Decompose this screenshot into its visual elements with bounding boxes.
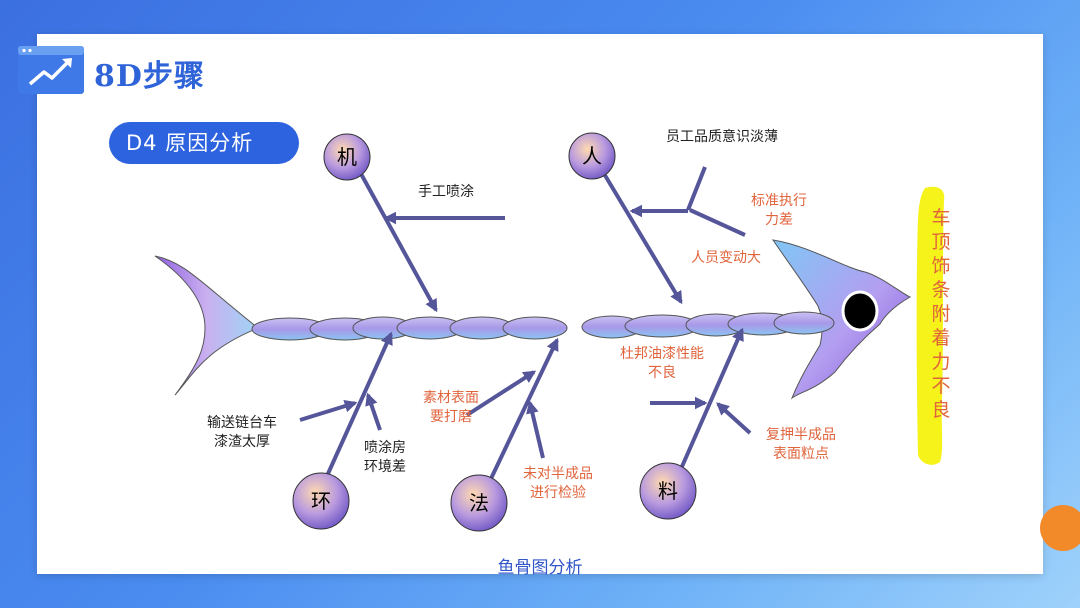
cause-booth-2: 环境差 <box>364 459 406 475</box>
fish-spine <box>251 311 835 341</box>
svg-text:良: 良 <box>931 399 950 421</box>
cause-particles-2: 表面粒点 <box>773 446 829 462</box>
cause-conveyor-2: 漆渣太厚 <box>214 434 270 450</box>
fish-eye <box>841 290 879 332</box>
highlight-stroke <box>916 186 945 465</box>
cause-inspect-2: 进行检验 <box>530 485 586 501</box>
fish-tail <box>154 255 259 396</box>
svg-text:环: 环 <box>311 489 331 513</box>
cause-inspect-1: 未对半成品 <box>523 466 593 482</box>
cause-standard-2: 力差 <box>765 212 793 228</box>
svg-text:饰: 饰 <box>931 255 950 277</box>
cause-hand-spray: 手工喷涂 <box>418 184 474 200</box>
svg-text:条: 条 <box>931 279 950 301</box>
cause-standard-1: 标准执行 <box>751 193 807 209</box>
cause-paint-2: 不良 <box>648 365 676 381</box>
section-label: D4 原因分析 <box>109 122 299 164</box>
cause-paint-1: 杜邦油漆性能 <box>620 346 704 362</box>
page-title: 8D步骤 <box>94 59 205 94</box>
category-method: 法 <box>450 474 508 532</box>
category-environment: 环 <box>292 472 350 530</box>
svg-text:法: 法 <box>469 491 489 515</box>
category-man: 人 <box>568 132 616 180</box>
category-material: 料 <box>639 462 697 520</box>
diagram-caption: 鱼骨图分析 <box>497 558 583 578</box>
svg-text:不: 不 <box>931 375 950 397</box>
svg-text:附: 附 <box>931 303 950 325</box>
bones <box>299 166 752 488</box>
cause-sanding-1: 素材表面 <box>423 390 479 406</box>
cause-quality-awareness: 员工品质意识淡薄 <box>666 128 778 145</box>
decorative-circle <box>1040 505 1080 551</box>
svg-text:力: 力 <box>931 351 950 373</box>
chart-trend-icon <box>18 46 84 94</box>
cause-sanding-2: 要打磨 <box>430 408 472 425</box>
svg-text:车: 车 <box>931 207 950 229</box>
category-machine: 机 <box>323 133 371 181</box>
cause-booth-1: 喷涂房 <box>364 440 406 456</box>
svg-text:机: 机 <box>337 145 357 169</box>
cause-particles-1: 复押半成品 <box>766 426 836 443</box>
problem-statement: 车 顶 饰 条 附 着 力 不 良 <box>931 207 950 421</box>
svg-text:料: 料 <box>658 479 678 503</box>
svg-text:着: 着 <box>931 327 950 349</box>
svg-text:人: 人 <box>582 144 602 168</box>
svg-text:顶: 顶 <box>931 231 950 253</box>
cause-personnel-change: 人员变动大 <box>691 250 761 266</box>
cause-conveyor-1: 输送链台车 <box>207 414 277 431</box>
